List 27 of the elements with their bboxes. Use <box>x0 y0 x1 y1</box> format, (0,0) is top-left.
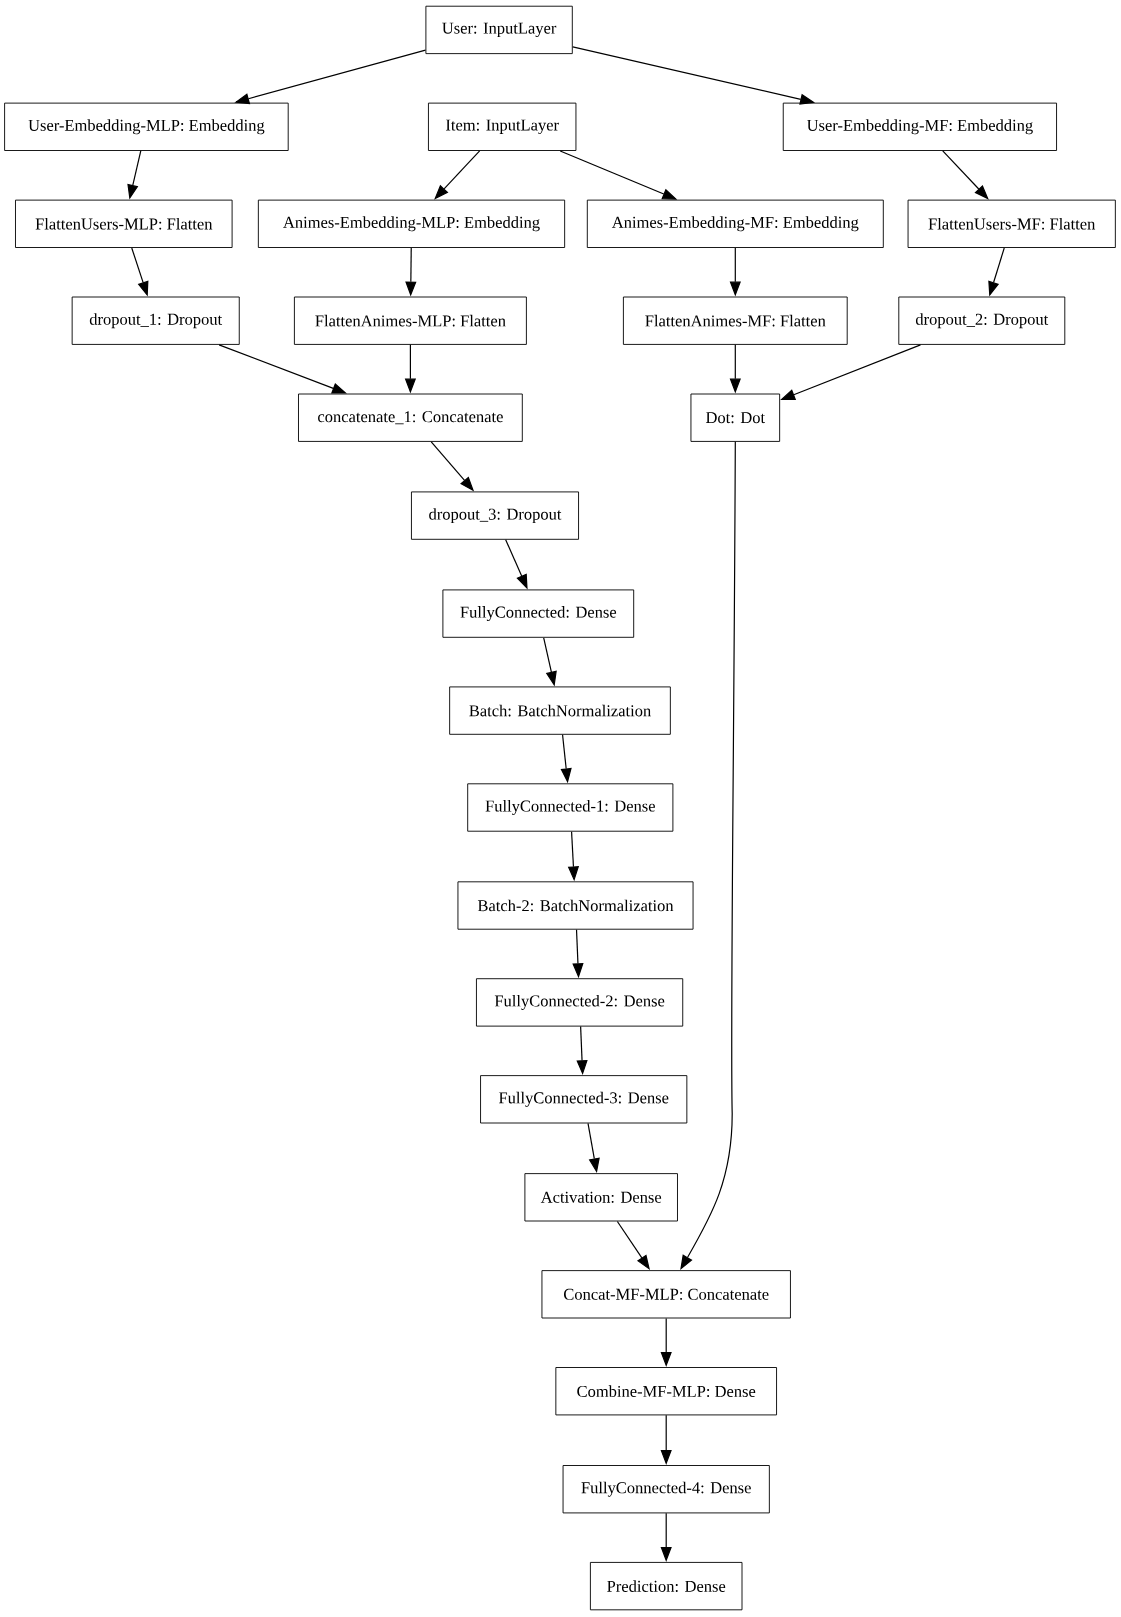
layer-box: FlattenUsers-MLP: Flatten <box>15 199 233 248</box>
arrow <box>218 344 347 394</box>
layer-box: User-Embedding-MF: Embedding <box>782 102 1057 151</box>
layer-box: concatenate_1: Concatenate <box>298 393 523 442</box>
layer-box: FullyConnected-2: Dense <box>476 978 684 1027</box>
layer-box: User-Embedding-MLP: Embedding <box>4 102 289 151</box>
layer-box: FlattenAnimes-MLP: Flatten <box>293 296 527 345</box>
layer-box: User: InputLayer <box>425 5 573 55</box>
layer-box: FullyConnected-4: Dense <box>562 1465 770 1514</box>
layer-box: FullyConnected: Dense <box>442 589 635 638</box>
layer-box: FullyConnected-3: Dense <box>480 1075 688 1124</box>
layer-box: Dot: Dot <box>690 393 781 442</box>
layer-box: dropout_2: Dropout <box>898 296 1066 345</box>
layer-box: dropout_3: Dropout <box>411 491 579 540</box>
layer-box: Batch: BatchNormalization <box>449 686 671 735</box>
layer-box: Combine-MF-MLP: Dense <box>555 1367 777 1416</box>
layer-box: Prediction: Dense <box>589 1561 743 1611</box>
layer-box: Activation: Dense <box>524 1173 678 1222</box>
layer-box: Item: InputLayer <box>428 102 577 151</box>
layer-box: FullyConnected-1: Dense <box>467 783 674 832</box>
layer-box: Batch-2: BatchNormalization <box>457 881 694 930</box>
layer-box: FlattenUsers-MF: Flatten <box>907 199 1116 248</box>
layer-box: Concat-MF-MLP: Concatenate <box>541 1270 791 1319</box>
layer-box: dropout_1: Dropout <box>71 296 240 345</box>
layer-box: Animes-Embedding-MLP: Embedding <box>257 199 566 248</box>
layer-box: Animes-Embedding-MF: Embedding <box>586 199 884 248</box>
layer-box: FlattenAnimes-MF: Flatten <box>622 296 848 345</box>
